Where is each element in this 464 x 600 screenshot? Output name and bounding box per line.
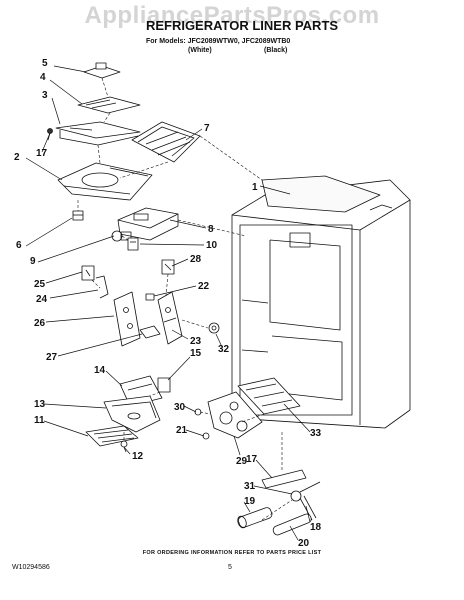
callout-22: 22 — [198, 281, 210, 292]
part-3-bracket — [55, 121, 141, 146]
callout-23: 23 — [190, 336, 202, 347]
part-4-vent — [77, 96, 141, 114]
callout-13: 13 — [34, 399, 46, 410]
part-6-knob — [72, 210, 84, 221]
callout-10: 10 — [206, 240, 218, 251]
ordering-note: FOR ORDERING INFORMATION REFER TO PARTS … — [142, 550, 322, 556]
callout-7: 7 — [204, 123, 210, 134]
part-25-clip — [81, 265, 95, 281]
part-23-hinge-arm — [157, 291, 183, 345]
model-black-label: (Black) — [264, 47, 288, 54]
callout-30: 30 — [174, 402, 186, 413]
callout-8: 8 — [208, 224, 214, 235]
page-title: REFRIGERATOR LINER PARTS — [145, 18, 339, 33]
callout-29: 29 — [236, 456, 248, 467]
part-17-screw — [47, 128, 53, 141]
part-19-valve — [237, 507, 273, 529]
callout-14: 14 — [94, 365, 106, 376]
callout-labels: 1 2 3 4 5 6 7 8 9 10 11 12 13 14 15 17 1… — [14, 58, 322, 549]
part-28-clip — [161, 259, 175, 275]
callout-32: 32 — [218, 344, 230, 355]
part-29-drawer-slide-assembly — [207, 391, 263, 439]
callout-27: 27 — [46, 352, 58, 363]
assembly-lines — [77, 77, 293, 521]
part-11-grille — [85, 425, 139, 447]
callout-5: 5 — [42, 58, 48, 69]
callout-11: 11 — [34, 415, 45, 426]
callout-1: 1 — [252, 182, 258, 193]
callout-31: 31 — [244, 481, 256, 492]
callout-20: 20 — [298, 538, 310, 549]
page-number: 5 — [228, 564, 232, 571]
callout-12: 12 — [132, 451, 144, 462]
callout-17-lower: 17 — [246, 454, 258, 465]
part-15-clip — [157, 377, 171, 393]
model-numbers: For Models: JFC2089WTW0, JFC2089WTB0 — [146, 38, 291, 45]
part-7-shroud — [131, 121, 201, 163]
model-white-label: (White) — [188, 47, 212, 54]
callout-24: 24 — [36, 294, 48, 305]
callout-6: 6 — [16, 240, 22, 251]
leader-lines — [25, 65, 311, 541]
part-26-hinge-bracket — [113, 291, 141, 347]
part-31-fitting — [290, 481, 321, 502]
callout-9: 9 — [30, 256, 36, 267]
callout-18: 18 — [310, 522, 322, 533]
part-20-tube — [272, 513, 312, 536]
part-27-spacer — [139, 325, 161, 339]
part-32-washer — [208, 322, 220, 334]
document-number: W10294586 — [12, 564, 50, 571]
refrigerator-liner — [231, 175, 411, 429]
watermark: AppliancePartsPros.com — [84, 2, 380, 29]
callout-26: 26 — [34, 318, 46, 329]
callout-33: 33 — [310, 428, 322, 439]
part-24-hinge-small — [95, 275, 109, 299]
callout-21: 21 — [176, 425, 188, 436]
callout-3: 3 — [42, 90, 48, 101]
callout-28: 28 — [190, 254, 202, 265]
part-22-pin — [145, 293, 155, 301]
callout-2: 2 — [14, 152, 20, 163]
part-2-housing — [57, 162, 153, 201]
part-10-socket — [127, 237, 139, 251]
part-8-control-housing — [117, 207, 179, 241]
part-13-crisper-cover — [103, 395, 161, 433]
callout-15: 15 — [190, 348, 202, 359]
part-5-cap — [83, 62, 121, 79]
part-12-screw — [120, 440, 128, 453]
part-17-tube — [261, 469, 307, 489]
callout-25: 25 — [34, 279, 46, 290]
callout-19: 19 — [244, 496, 256, 507]
callout-17: 17 — [36, 148, 48, 159]
callout-4: 4 — [40, 72, 46, 83]
